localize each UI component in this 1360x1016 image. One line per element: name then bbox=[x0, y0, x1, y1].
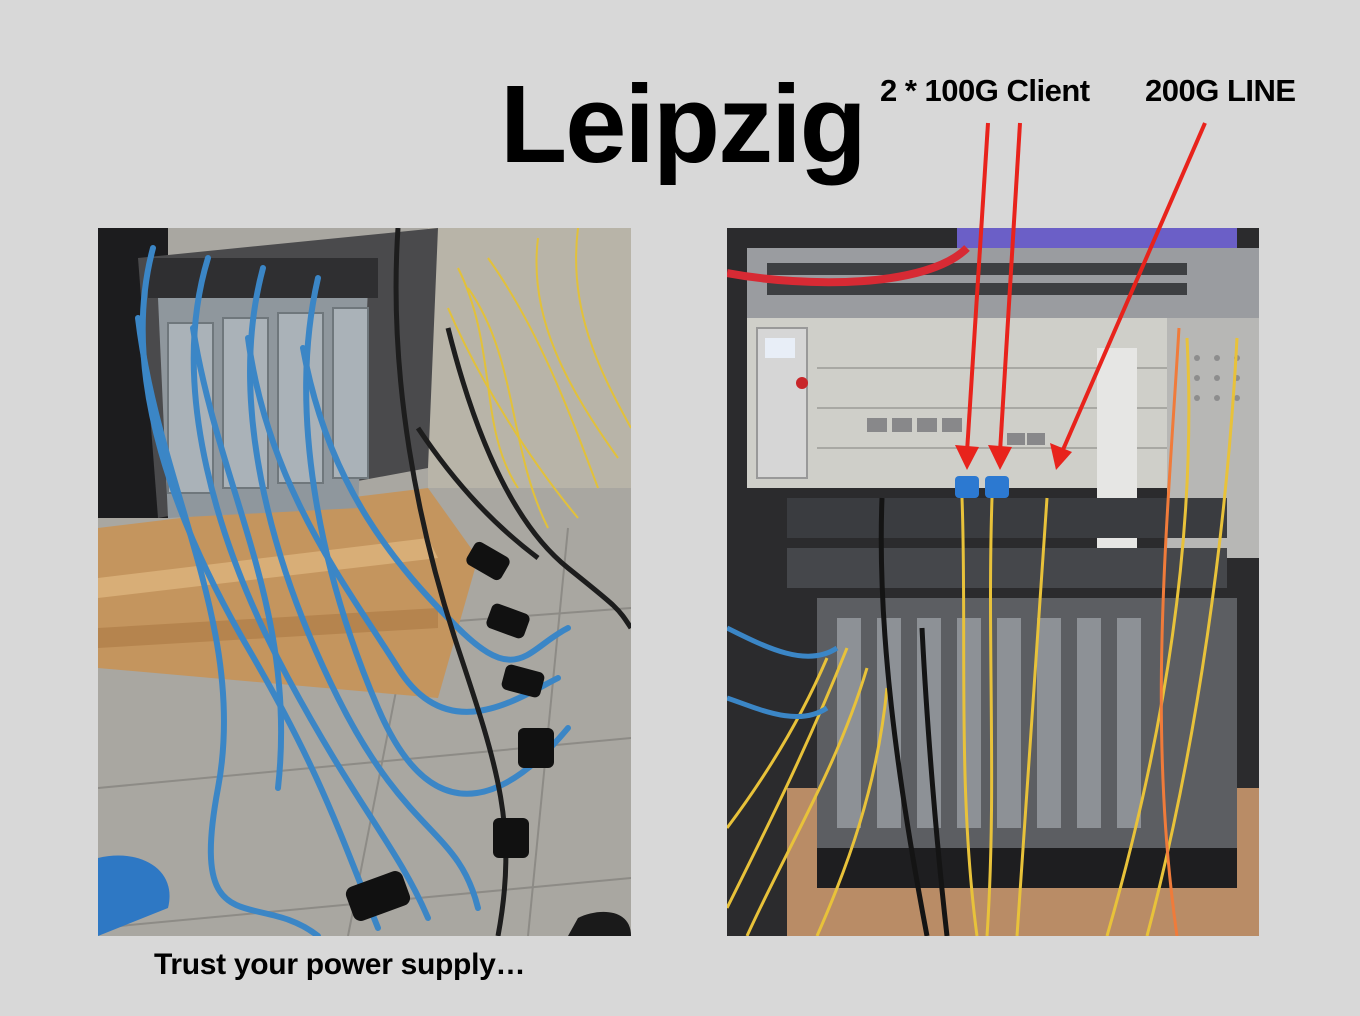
client-arrow-1 bbox=[965, 122, 990, 453]
slide-title: Leipzig bbox=[500, 63, 867, 186]
client-arrowhead-1 bbox=[955, 445, 979, 470]
client-label: 2 * 100G Client bbox=[880, 73, 1090, 108]
line-arrowhead bbox=[1050, 443, 1072, 470]
line-arrow bbox=[1060, 122, 1207, 453]
rack-equipment-photo bbox=[727, 228, 1259, 936]
rack-equipment-illustration bbox=[727, 228, 1259, 936]
power-supply-photo bbox=[98, 228, 631, 936]
client-arrowhead-2 bbox=[988, 445, 1012, 470]
line-label: 200G LINE bbox=[1145, 73, 1296, 108]
photo-caption: Trust your power supply… bbox=[154, 948, 526, 981]
client-arrow-2 bbox=[998, 122, 1022, 453]
power-supply-illustration bbox=[98, 228, 631, 936]
